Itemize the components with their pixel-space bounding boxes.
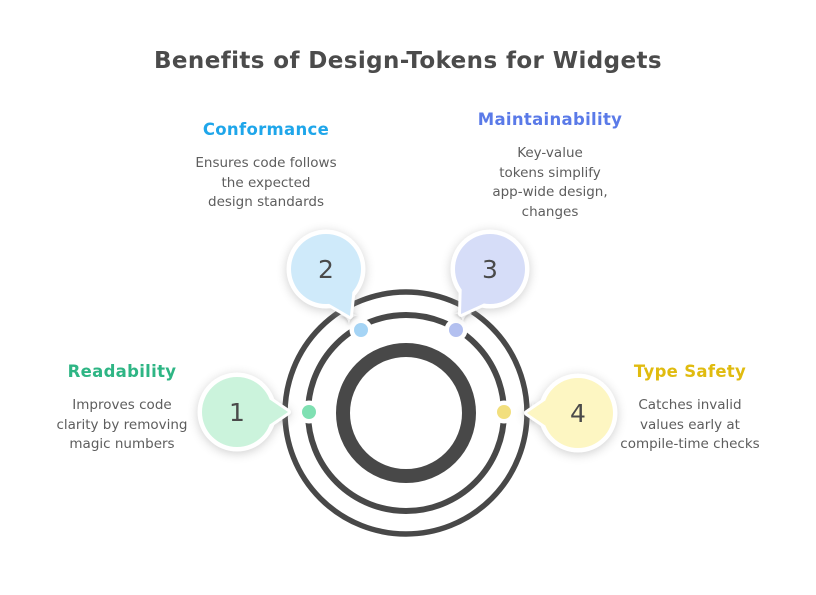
bubble-number: 1 <box>229 398 245 427</box>
bubble-number: 2 <box>318 255 334 284</box>
description-line: clarity by removing <box>56 416 188 433</box>
section-label: Conformance <box>202 120 330 139</box>
outer-ring <box>282 289 530 537</box>
bubble-circle <box>455 234 525 304</box>
section-readability: Readability Improves code clarity by rem… <box>7 362 237 455</box>
section-description: Catches invalid values early at compile-… <box>575 396 805 455</box>
orbit-rings <box>282 289 530 537</box>
bubble-tail-fill <box>269 399 288 425</box>
section-label: Type Safety <box>633 362 747 381</box>
page-title: Benefits of Design-Tokens for Widgets <box>154 48 662 74</box>
readability-dot <box>302 405 316 419</box>
description-line: Improves code <box>72 397 172 413</box>
section-type-safety: Type Safety Catches invalid values early… <box>575 362 805 455</box>
bubble-tail-fill <box>461 289 484 314</box>
bubble-number: 3 <box>482 255 498 284</box>
bubble-number: 4 <box>570 399 586 428</box>
section-description: Improves code clarity by removing magic … <box>7 396 237 455</box>
typesafety-dot <box>497 405 511 419</box>
description-line: app-wide design, <box>492 184 608 200</box>
maintainability-dot <box>449 323 463 337</box>
section-conformance: Conformance Ensures code follows the exp… <box>151 120 381 213</box>
section-label: Maintainability <box>477 110 623 129</box>
bubble-circle <box>202 377 272 447</box>
conformance-dot <box>354 323 368 337</box>
inner-ring <box>336 343 476 483</box>
bubble-tail-fill <box>329 292 353 316</box>
description-line: design standards <box>208 194 324 210</box>
description-line: Key-value <box>517 145 583 161</box>
bubble-3-maintainability: 3 <box>450 229 530 317</box>
description-line: Catches invalid <box>638 397 742 413</box>
description-line: tokens simplify <box>499 164 601 181</box>
description-line: changes <box>521 203 579 220</box>
bubble-circle <box>543 378 613 448</box>
bubble-circle <box>291 234 361 304</box>
bubble-4-typesafety: 4 <box>524 373 618 453</box>
description-line: values early at <box>640 416 740 433</box>
section-description: Key-value tokens simplify app-wide desig… <box>435 144 665 222</box>
section-maintainability: Maintainability Key-value tokens simplif… <box>435 110 665 222</box>
section-label: Readability <box>67 362 177 381</box>
bubble-2-conformance: 2 <box>286 229 366 319</box>
bubble-tail-fill <box>527 400 546 426</box>
description-line: magic numbers <box>69 436 175 452</box>
bubble-1-readability: 1 <box>197 372 291 452</box>
section-description: Ensures code follows the expected design… <box>151 154 381 213</box>
orbit-dots <box>297 318 516 424</box>
description-line: the expected <box>221 174 311 191</box>
description-line: Ensures code follows <box>195 155 337 171</box>
description-line: compile-time checks <box>620 436 760 452</box>
